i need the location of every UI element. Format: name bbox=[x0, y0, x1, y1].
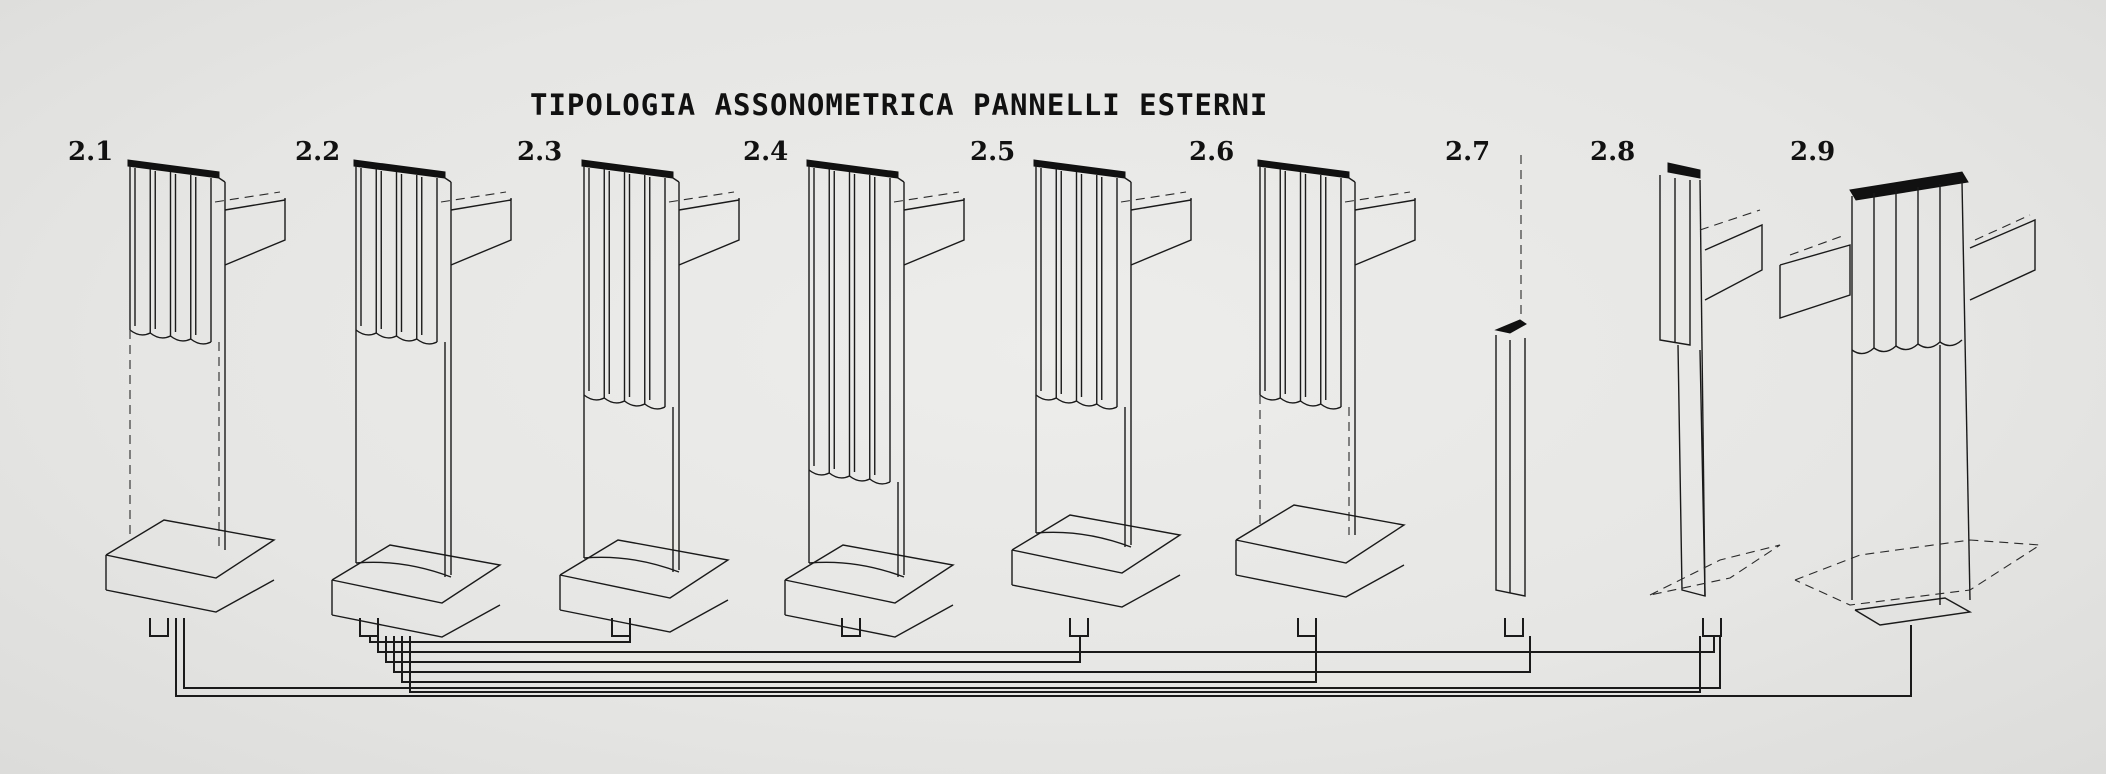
panel-2-9 bbox=[1779, 171, 2042, 626]
panel-2-4 bbox=[784, 159, 965, 638]
panel-label-2-5: 2.5 bbox=[970, 137, 1016, 167]
panel-2-8 bbox=[1649, 162, 1781, 637]
panel-2-6 bbox=[1235, 159, 1416, 637]
panel-label-2-7: 2.7 bbox=[1445, 137, 1491, 167]
panel-label-2-4: 2.4 bbox=[743, 137, 789, 167]
drawing-title: TIPOLOGIA ASSONOMETRICA PANNELLI ESTERNI bbox=[530, 88, 1269, 122]
panel-label-2-9: 2.9 bbox=[1790, 137, 1836, 167]
panel-label-2-6: 2.6 bbox=[1189, 137, 1235, 167]
panel-2-2 bbox=[331, 159, 512, 638]
panel-label-2-2: 2.2 bbox=[295, 137, 341, 167]
panel-label-2-8: 2.8 bbox=[1590, 137, 1636, 167]
panel-2-1 bbox=[105, 159, 286, 637]
panel-label-2-3: 2.3 bbox=[517, 137, 563, 167]
connector-lines bbox=[175, 618, 1912, 697]
panel-2-3 bbox=[559, 159, 740, 637]
panel-2-5 bbox=[1011, 159, 1192, 637]
panel-label-2-1: 2.1 bbox=[68, 137, 114, 167]
panel-2-7 bbox=[1494, 155, 1527, 637]
